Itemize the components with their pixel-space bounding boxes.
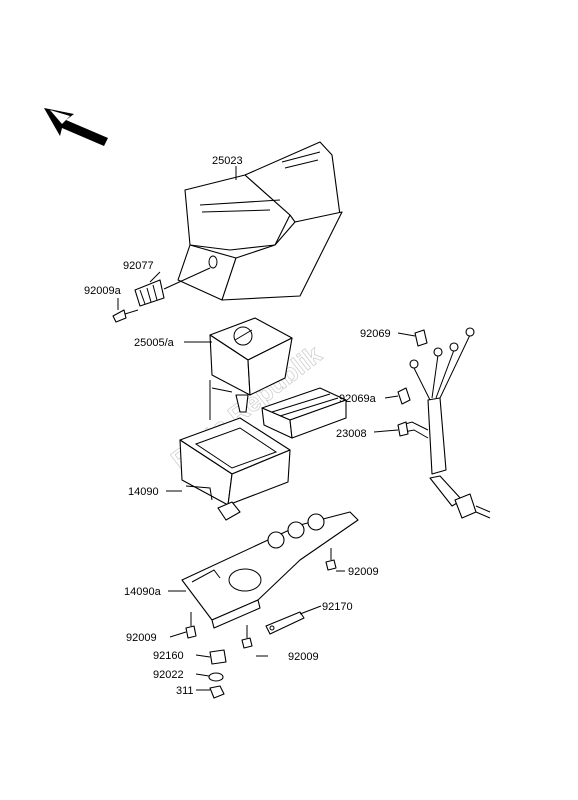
- label-92009a: 92009a: [84, 285, 122, 297]
- label-14090a: 14090a: [124, 586, 162, 598]
- screw-part: [112, 309, 139, 323]
- wire-harness-part: [397, 327, 491, 519]
- knob-part: [134, 267, 211, 307]
- small-bracket-part: [265, 611, 305, 635]
- indicator-lens-part: [261, 387, 347, 439]
- nut-part: [209, 685, 225, 699]
- label-25023: 25023: [212, 155, 243, 167]
- washer-part: [208, 672, 224, 682]
- meter-case-part: [179, 417, 291, 521]
- label-92009-bottom: 92009: [288, 651, 319, 663]
- meter-cover-part: [177, 141, 343, 301]
- label-92077: 92077: [123, 260, 154, 272]
- label-92170: 92170: [322, 601, 353, 613]
- label-92009-right: 92009: [348, 566, 379, 578]
- grommet-part: [209, 649, 227, 665]
- label-92160: 92160: [153, 650, 184, 662]
- front-direction-arrow-icon: [44, 108, 108, 146]
- label-25005a: 25005/a: [134, 337, 175, 349]
- bolt-part: [185, 548, 337, 649]
- label-23008: 23008: [336, 428, 367, 440]
- bulb-part: [397, 329, 428, 405]
- label-92022: 92022: [153, 669, 184, 681]
- base-bracket-part: [181, 511, 359, 629]
- label-14090: 14090: [128, 486, 159, 498]
- label-92069a: 92069a: [339, 393, 377, 405]
- label-92069: 92069: [360, 328, 391, 340]
- label-311: 311: [176, 685, 194, 697]
- meter-assembly-part: [209, 317, 293, 420]
- label-92009-left: 92009: [126, 632, 157, 644]
- leader-lines: [117, 166, 416, 691]
